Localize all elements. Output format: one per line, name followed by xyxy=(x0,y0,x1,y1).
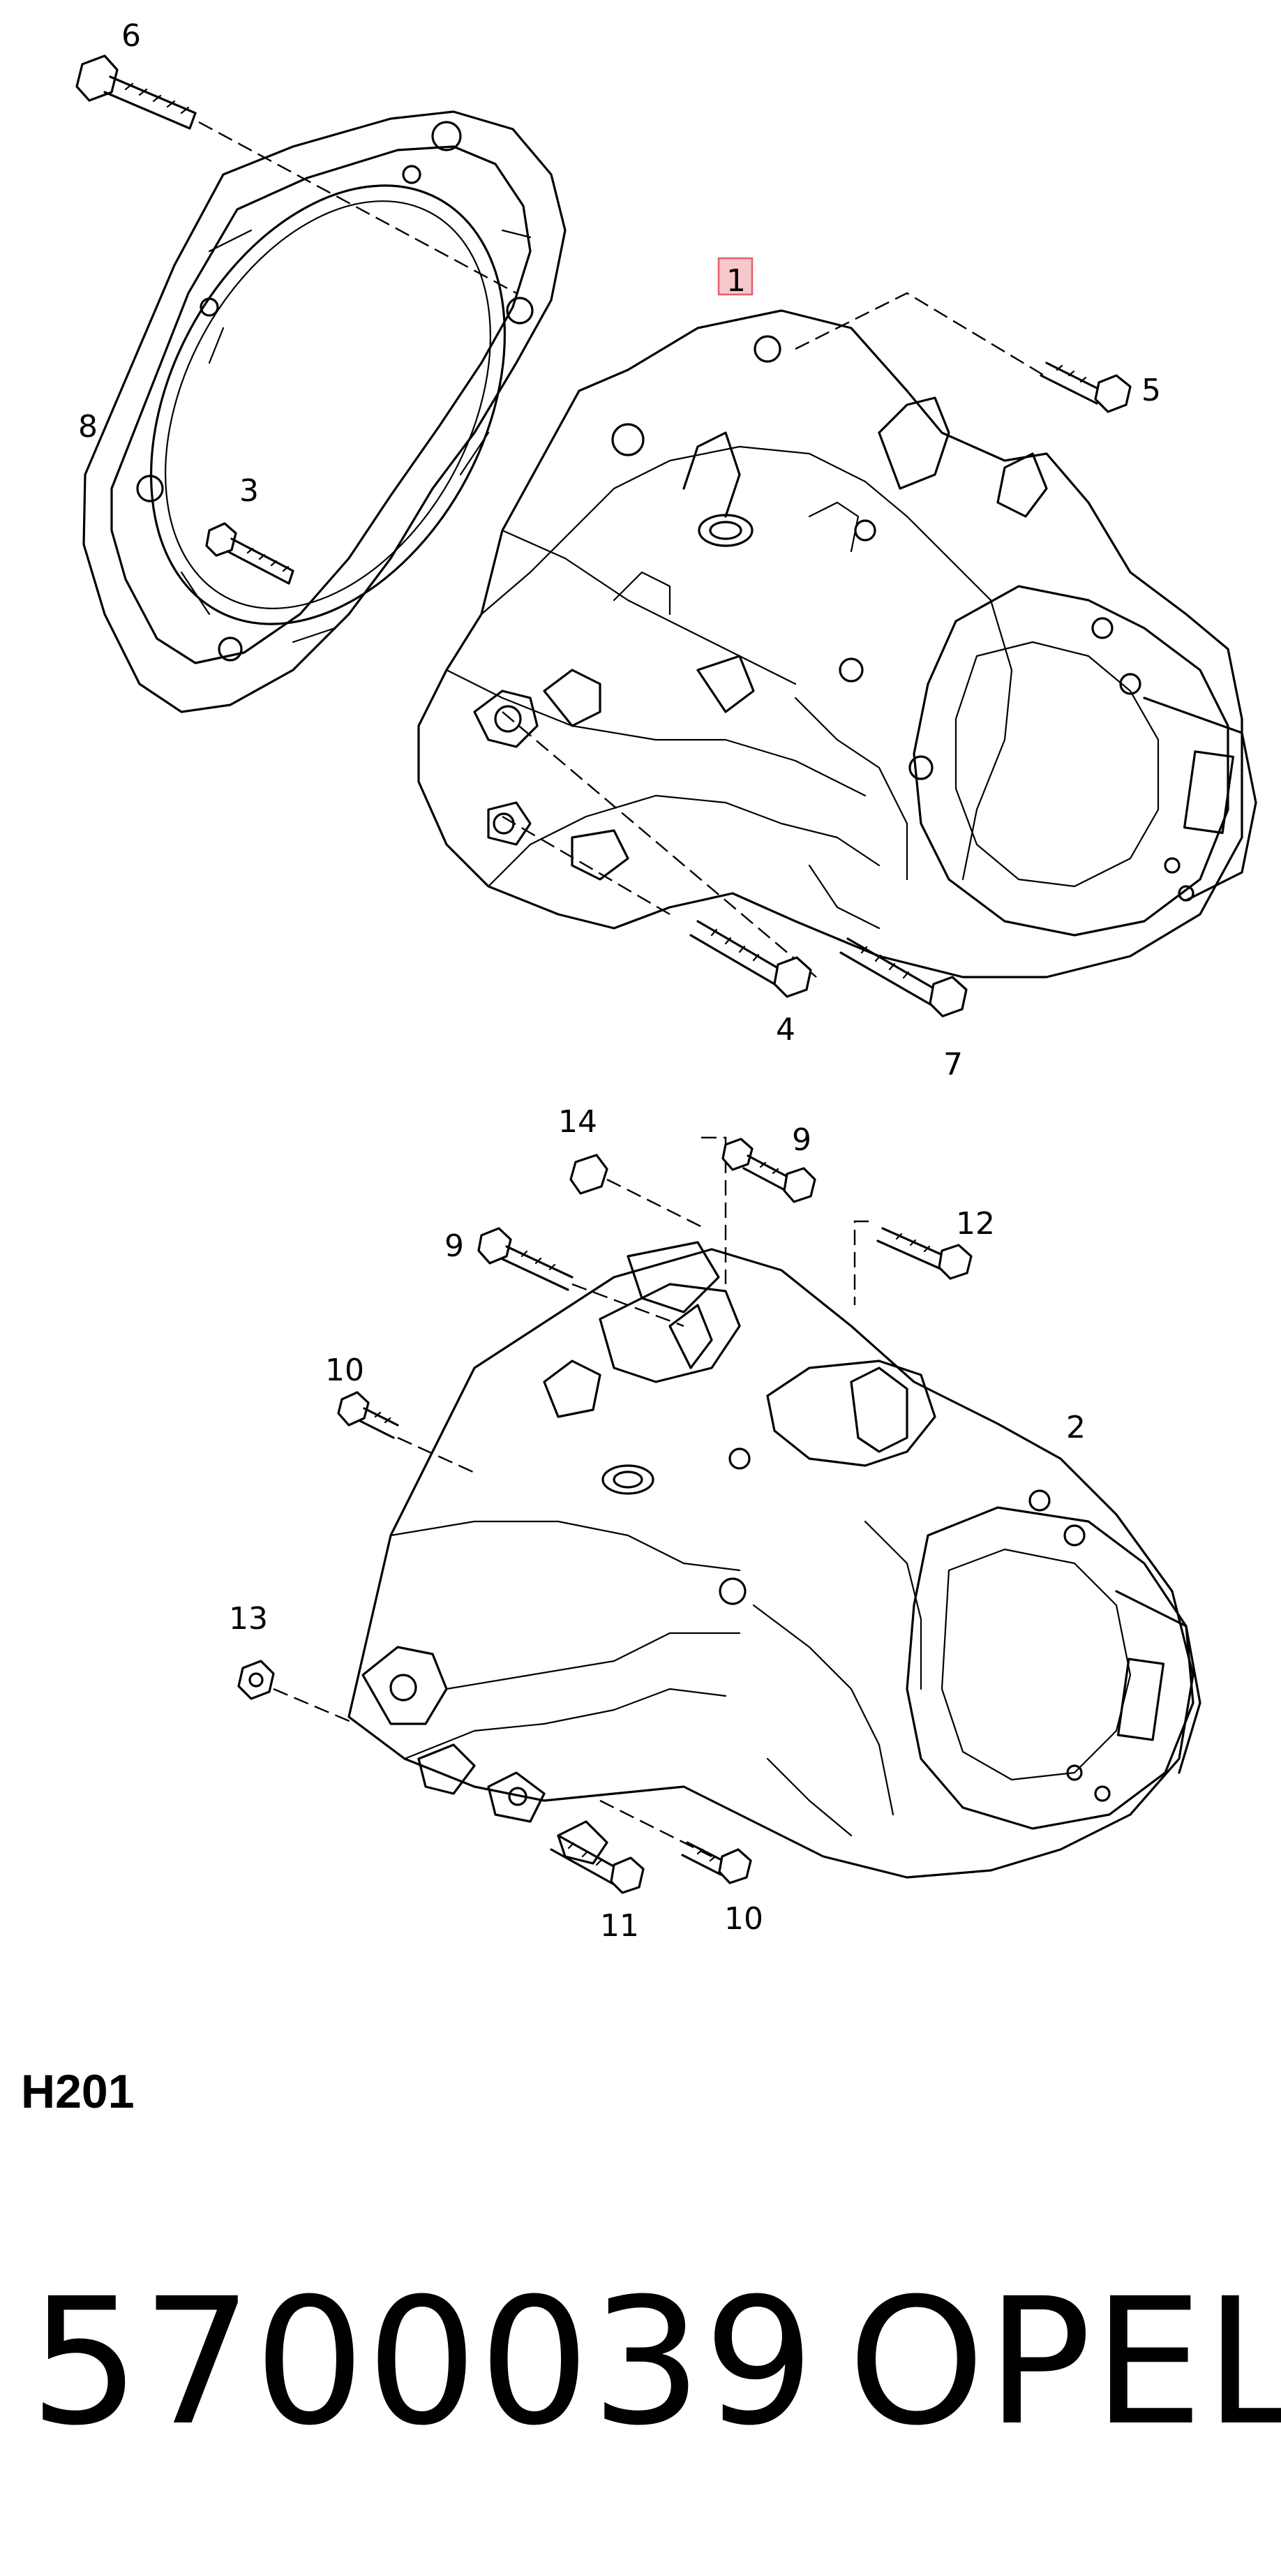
bolt-part-9-left xyxy=(477,1227,684,1327)
bolt-part-12 xyxy=(853,1220,973,1305)
callout-2: 2 xyxy=(1066,1410,1086,1445)
gasket-plate-part-8 xyxy=(82,110,567,713)
callout-3: 3 xyxy=(239,473,259,509)
part-1-highlight-box xyxy=(717,257,754,296)
callout-9-upper: 9 xyxy=(792,1122,811,1158)
callout-10-lower: 10 xyxy=(724,1901,763,1937)
callout-6: 6 xyxy=(121,18,141,54)
bolt-part-5 xyxy=(1040,362,1132,413)
transmission-housing-part-1 xyxy=(417,309,1257,978)
callout-11: 11 xyxy=(600,1908,639,1944)
callout-4: 4 xyxy=(776,1012,795,1048)
transmission-housing-part-2 xyxy=(347,1241,1201,1879)
bolt-part-11 xyxy=(550,1834,645,1894)
callout-1: 1 xyxy=(726,263,746,299)
brand-name: OPEL xyxy=(848,2261,1281,2464)
bolt-part-6 xyxy=(75,54,517,295)
callout-9-left: 9 xyxy=(444,1228,464,1264)
section-code: H201 xyxy=(21,2065,135,2118)
callout-5: 5 xyxy=(1141,373,1161,408)
callout-10-upper: 10 xyxy=(325,1353,364,1388)
sleeve-part-14 xyxy=(569,1154,705,1230)
callout-7: 7 xyxy=(943,1047,963,1082)
callout-12: 12 xyxy=(956,1206,995,1242)
part-number: 5700039 xyxy=(29,2261,816,2464)
callout-14: 14 xyxy=(558,1104,597,1140)
callout-8: 8 xyxy=(78,409,98,445)
callout-13: 13 xyxy=(229,1601,268,1637)
bolt-part-3 xyxy=(205,522,294,585)
bolt-part-10-upper xyxy=(337,1391,475,1474)
bolt-part-9-upper xyxy=(701,1136,816,1284)
bolt-part-4 xyxy=(689,920,812,998)
bolt-part-7 xyxy=(839,937,968,1018)
nut-part-13 xyxy=(237,1660,357,1725)
bolt-part-10-lower xyxy=(681,1841,752,1884)
